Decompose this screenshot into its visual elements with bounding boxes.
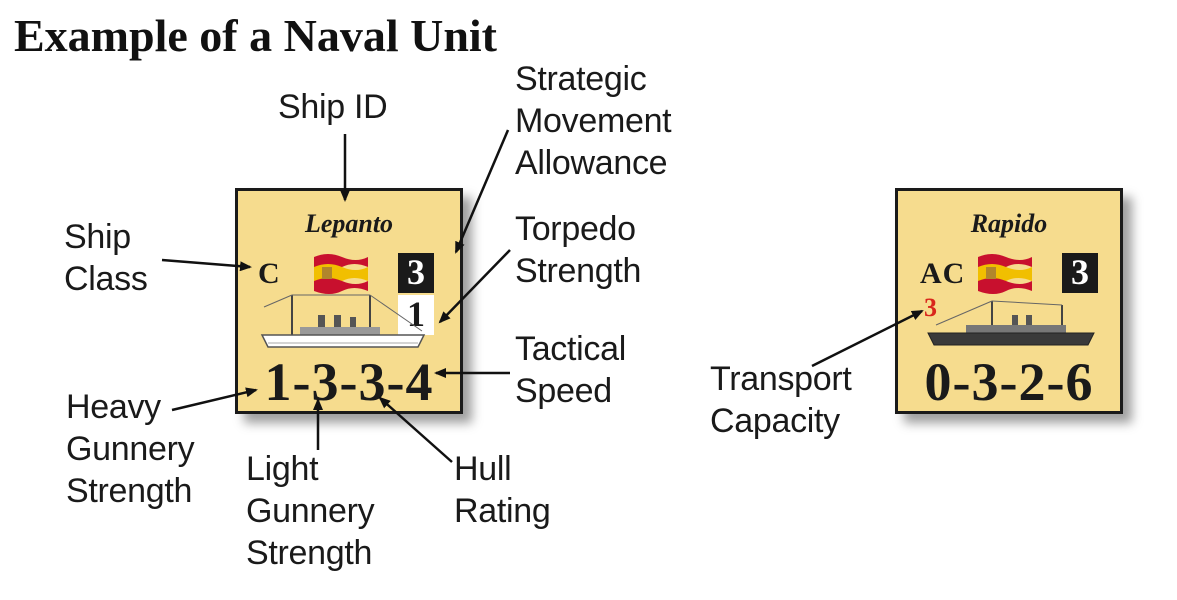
ship-class-code: C bbox=[258, 257, 281, 290]
torpedo-strength: 1 bbox=[398, 295, 434, 335]
arrow-heavy bbox=[171, 387, 258, 412]
label-strategic-movement-allowance: Strategic Movement Allowance bbox=[515, 60, 672, 182]
spanish-flag-icon bbox=[314, 254, 368, 294]
arrow-strategic bbox=[454, 129, 510, 254]
ship-name: Rapido bbox=[970, 209, 1048, 238]
ship-name: Lepanto bbox=[304, 209, 394, 238]
arrow-transport bbox=[811, 309, 924, 368]
page-title: Example of a Naval Unit bbox=[14, 10, 497, 61]
label-hull-rating: Hull Rating bbox=[454, 450, 551, 530]
ship-silhouette-icon bbox=[927, 300, 1095, 346]
ship-class-code: AC bbox=[920, 257, 966, 290]
combat-ratings: 1-3-3-4 bbox=[264, 352, 434, 412]
naval-unit-counter-rapido: Rapido AC 3 3 0-3-2-6 bbox=[895, 188, 1123, 414]
label-ship-id: Ship ID bbox=[278, 88, 388, 126]
strategic-movement-allowance: 3 bbox=[398, 253, 434, 293]
naval-unit-counter-lepanto: Lepanto C 3 1 1-3-3-4 bbox=[235, 188, 463, 414]
label-light-gunnery-strength: Light Gunnery Strength bbox=[246, 450, 375, 572]
label-heavy-gunnery-strength: Heavy Gunnery Strength bbox=[66, 388, 195, 510]
strategic-movement-allowance: 3 bbox=[1062, 253, 1098, 293]
transport-capacity: 3 bbox=[924, 293, 937, 322]
arrow-torpedo bbox=[438, 249, 511, 324]
label-tactical-speed: Tactical Speed bbox=[515, 330, 626, 410]
ship-silhouette-icon bbox=[260, 294, 426, 348]
label-transport-capacity: Transport Capacity bbox=[710, 360, 852, 440]
arrow-ship-class bbox=[161, 258, 252, 272]
label-ship-class: Ship Class bbox=[64, 218, 148, 298]
combat-ratings: 0-3-2-6 bbox=[924, 352, 1094, 412]
arrow-hull bbox=[378, 396, 453, 463]
spanish-flag-icon bbox=[978, 254, 1032, 294]
label-torpedo-strength: Torpedo Strength bbox=[515, 210, 642, 290]
